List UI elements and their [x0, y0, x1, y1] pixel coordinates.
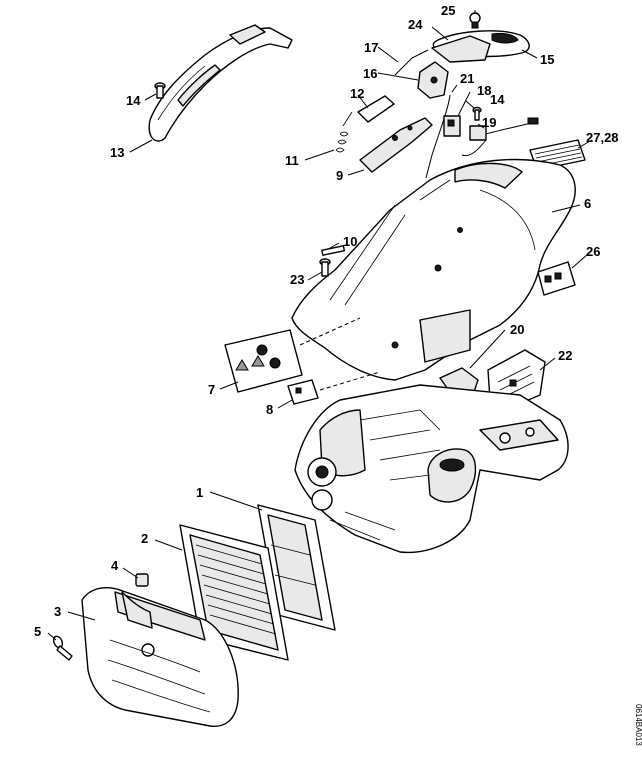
part-23-screw [319, 258, 331, 277]
part-18-switch [443, 115, 461, 137]
callout-7: 7 [208, 382, 215, 397]
callout-5: 5 [34, 624, 41, 639]
part-6-housing [291, 158, 576, 381]
callout-17: 17 [364, 40, 378, 55]
callout-4: 4 [111, 558, 119, 573]
callout-23: 23 [290, 272, 304, 287]
callout-11: 11 [285, 153, 299, 168]
part-14-screw-left [154, 82, 166, 99]
part-16-lever [417, 61, 449, 99]
callout-18: 18 [477, 83, 491, 98]
part-24-plate [431, 35, 491, 63]
part-10-pin [321, 245, 346, 256]
part-17-rod [394, 49, 429, 76]
callout-21: 21 [460, 71, 474, 86]
callout-15: 15 [540, 52, 554, 67]
callout-8: 8 [266, 402, 273, 417]
document-id: 0614BA013 [634, 704, 642, 746]
callout-25: 25 [441, 3, 455, 18]
part-11-spring [335, 111, 353, 153]
callout-9: 9 [336, 168, 343, 183]
assembly-lines [299, 317, 381, 391]
part-3-filter-cover [81, 587, 239, 727]
callout-2: 2 [141, 531, 148, 546]
part-26-decal [537, 261, 576, 296]
callout-14-right: 14 [490, 92, 505, 107]
part-4-grommet [135, 573, 149, 587]
callout-24: 24 [408, 17, 423, 32]
leader-lines [47, 10, 593, 641]
part-12-shroud [357, 95, 395, 123]
part-19-cable [461, 117, 539, 157]
callouts: 1 2 3 4 5 6 7 8 9 10 11 12 13 14 14 15 1… [34, 3, 619, 639]
callout-1: 1 [196, 485, 203, 500]
part-13-handle [148, 24, 293, 142]
part-9-trigger [359, 117, 433, 173]
callout-10: 10 [343, 234, 357, 249]
part-7-warning-label [224, 329, 303, 393]
callout-19: 19 [482, 115, 496, 130]
part-14-screw-right [472, 106, 482, 121]
callout-16: 16 [363, 66, 377, 81]
callout-20: 20 [510, 322, 524, 337]
callout-13: 13 [110, 145, 124, 160]
part-25-screw [469, 12, 481, 29]
engine-block [294, 384, 569, 554]
callout-3: 3 [54, 604, 61, 619]
callout-26: 26 [586, 244, 600, 259]
part-21-wire [425, 94, 451, 179]
callout-12: 12 [350, 86, 364, 101]
part-8-label [287, 379, 319, 405]
callout-22: 22 [558, 348, 572, 363]
callout-14-left: 14 [126, 93, 141, 108]
callout-27-28: 27,28 [586, 130, 619, 145]
callout-6: 6 [584, 196, 591, 211]
